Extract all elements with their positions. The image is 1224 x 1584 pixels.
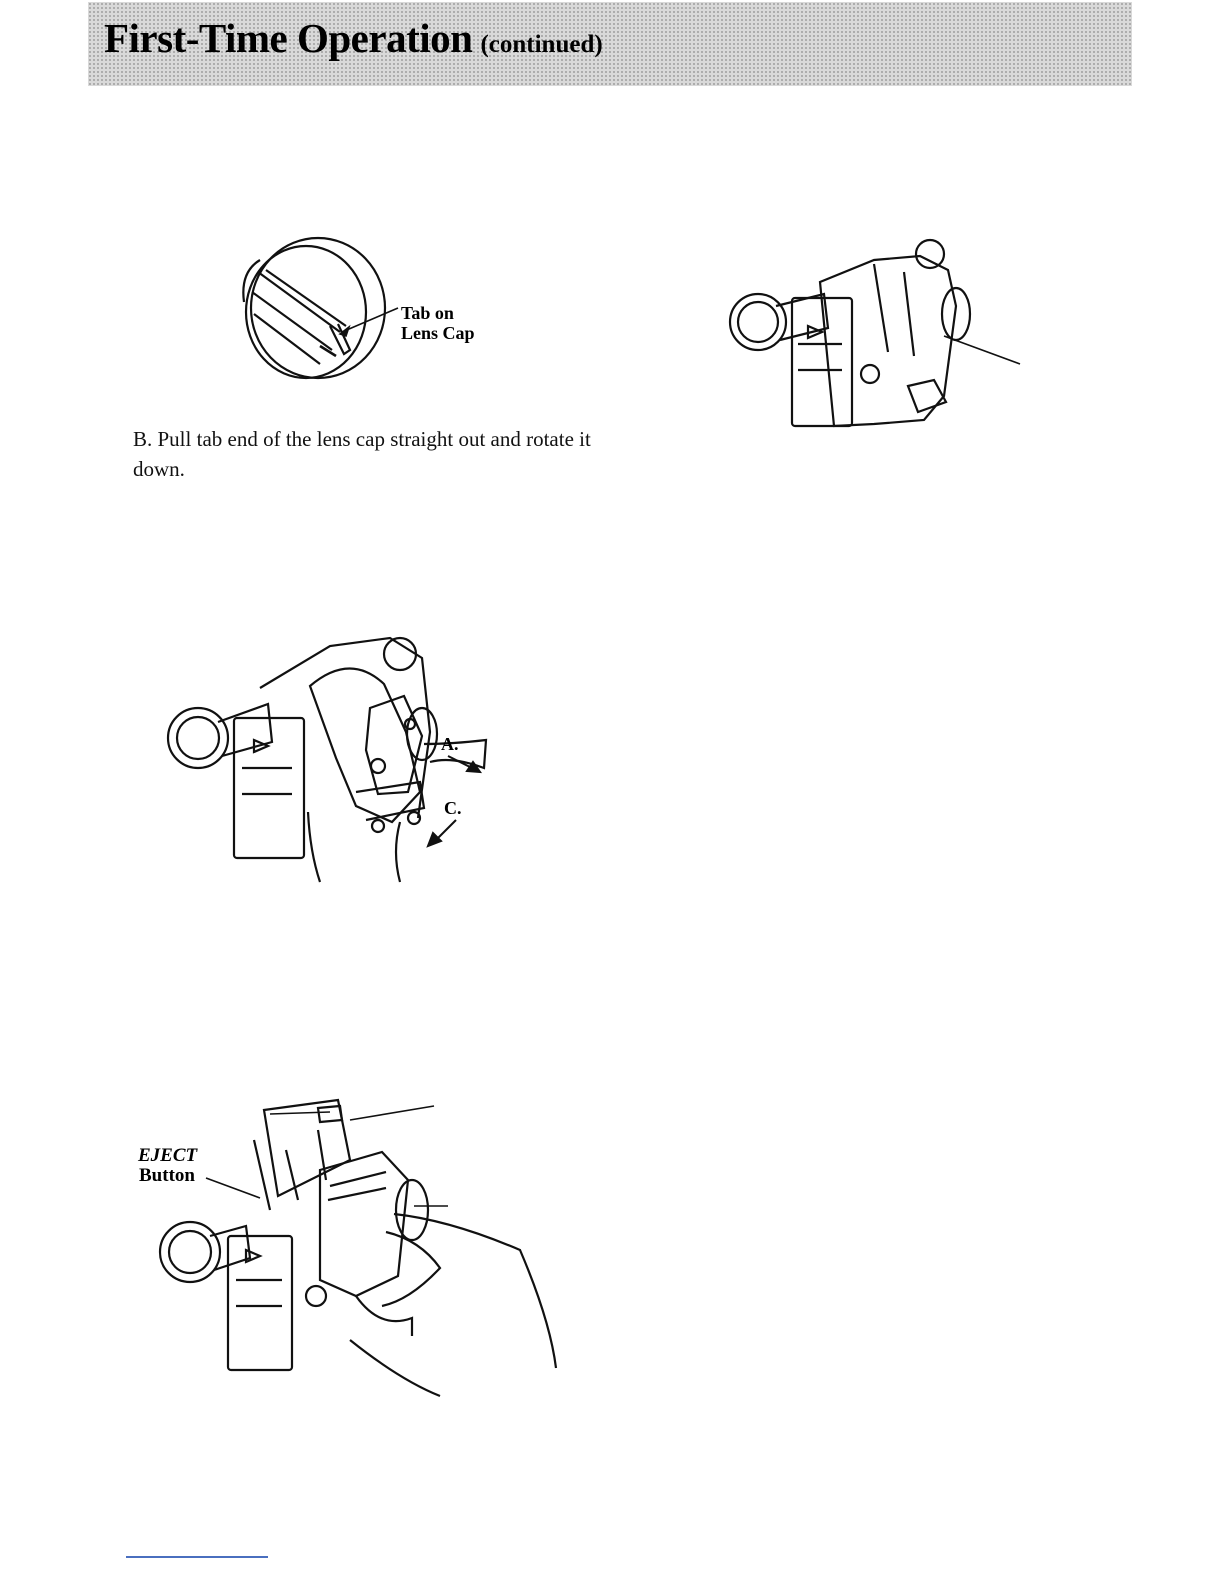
lens-cap-tab-label-line1: Tab on xyxy=(401,303,475,323)
eject-label-line2: Button xyxy=(139,1166,195,1186)
step-a-label: A. xyxy=(441,734,459,754)
step-c-arrow xyxy=(428,818,458,848)
step-a-arrow xyxy=(446,754,482,774)
camcorder-illustration-top-right xyxy=(724,236,1024,432)
page-title-continued: (continued) xyxy=(480,31,602,58)
footer-rule xyxy=(126,1556,268,1558)
lens-cap-pointer-line xyxy=(340,306,400,336)
page-header-banner: First-Time Operation (continued) xyxy=(88,2,1132,86)
instruction-step-b: B. Pull tab end of the lens cap straight… xyxy=(133,424,593,484)
eject-label-line1: EJECT xyxy=(138,1146,197,1166)
eject-button-pointer-line xyxy=(204,1172,264,1202)
eject-illustration xyxy=(150,1100,570,1400)
lens-cap-tab-label: Tab on Lens Cap xyxy=(401,303,475,343)
page-title-main: First-Time Operation xyxy=(104,15,472,61)
page-title: First-Time Operation (continued) xyxy=(104,14,603,62)
lens-cap-tab-label-line2: Lens Cap xyxy=(401,323,475,343)
step-c-label: C. xyxy=(444,798,462,818)
